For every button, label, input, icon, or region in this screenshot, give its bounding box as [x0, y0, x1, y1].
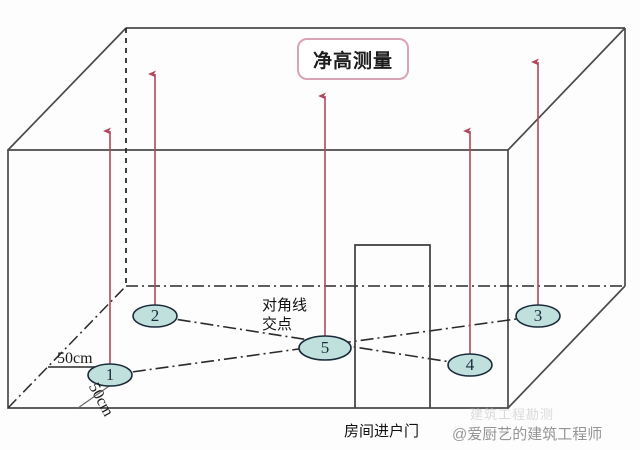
diagonal-intersection-line2: 交点	[262, 316, 293, 333]
title-badge-label: 净高测量	[312, 50, 393, 72]
room-top-left-edge	[7, 27, 127, 151]
room-floor-left-edge	[7, 285, 127, 409]
watermark-faint: 建筑工程勘测	[470, 407, 555, 422]
room-floor-right-edge	[507, 285, 626, 409]
title-badge: 净高测量	[297, 38, 409, 80]
room-top-right-edge	[507, 27, 626, 151]
diagonal-intersection-line1: 对角线	[262, 297, 308, 314]
dimension-diagonal-leader	[77, 383, 113, 409]
marker-point-1[interactable]	[87, 363, 133, 387]
marker-point-3[interactable]	[515, 304, 561, 328]
diagonal-intersection-label: 对角线 交点	[262, 296, 307, 334]
marker-point-4[interactable]	[447, 353, 493, 377]
room-box	[7, 27, 626, 409]
door-label: 房间进户门	[344, 423, 420, 440]
marker-point-5[interactable]	[298, 335, 352, 361]
room-front-face	[7, 149, 509, 409]
watermark-main: @爱厨艺的建筑工程师	[452, 426, 603, 443]
door-rectangle	[354, 244, 431, 408]
measurement-arrows	[103, 58, 539, 375]
floor-diagonal-b	[154, 315, 471, 366]
dimension-horizontal-label: 50cm	[57, 350, 93, 367]
measurement-point-markers	[87, 304, 561, 387]
marker-point-2[interactable]	[132, 304, 178, 328]
